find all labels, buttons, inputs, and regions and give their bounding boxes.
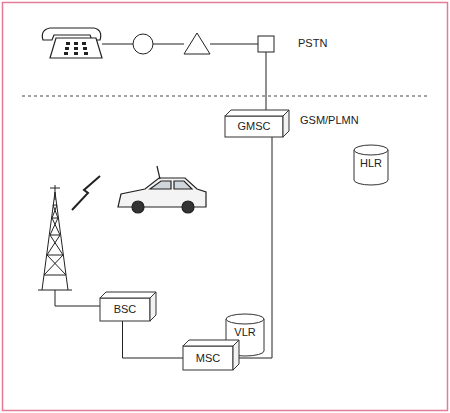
- switch-box: GMSC: [225, 110, 289, 137]
- node-label: BSC: [114, 303, 137, 315]
- switch-box: BSC: [100, 292, 156, 321]
- trunk-line: [123, 321, 184, 358]
- network-label: PSTN: [298, 37, 327, 49]
- node-body: BSC: [100, 298, 150, 321]
- node-label: GMSC: [238, 120, 271, 132]
- node-body: MSC: [183, 346, 233, 370]
- node-body: HLR: [354, 157, 388, 183]
- telephone-icon: [42, 28, 102, 58]
- node-label: HLR: [360, 157, 382, 169]
- node-body: GMSC: [225, 116, 283, 137]
- network-divider: [22, 96, 428, 97]
- switch-box: MSC: [183, 340, 239, 370]
- frame-border: [3, 3, 448, 411]
- network-label: GSM/PLMN: [300, 114, 359, 126]
- car-icon: [118, 166, 206, 213]
- pstn-network: [102, 33, 274, 114]
- radio-link-symbol: [72, 176, 100, 210]
- node-label: VLR: [234, 326, 255, 338]
- node-label: MSC: [196, 352, 220, 364]
- database-cylinder: HLR: [354, 145, 388, 185]
- antenna-tower: [38, 185, 100, 306]
